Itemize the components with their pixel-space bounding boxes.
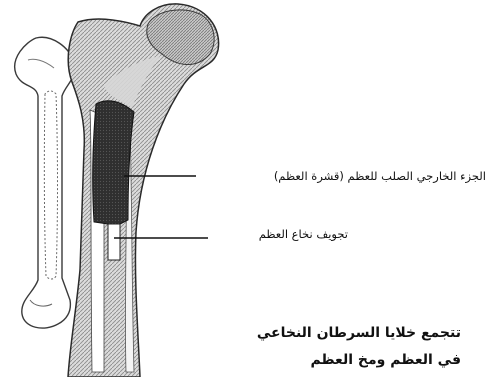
label-cortex: الجزء الخارجي الصلب للعظم (قشرة العظم) [274, 169, 486, 183]
caption-line-2: في العظم ومخ العظم [201, 347, 461, 374]
whole-bone [15, 37, 75, 328]
caption-line-1: تتجمع خلايا السرطان النخاعي [201, 320, 461, 347]
label-marrow-cavity: تجويف نخاع العظم [259, 227, 348, 241]
caption: تتجمع خلايا السرطان النخاعي في العظم ومخ… [201, 320, 461, 374]
cutaway-bone [68, 4, 219, 377]
